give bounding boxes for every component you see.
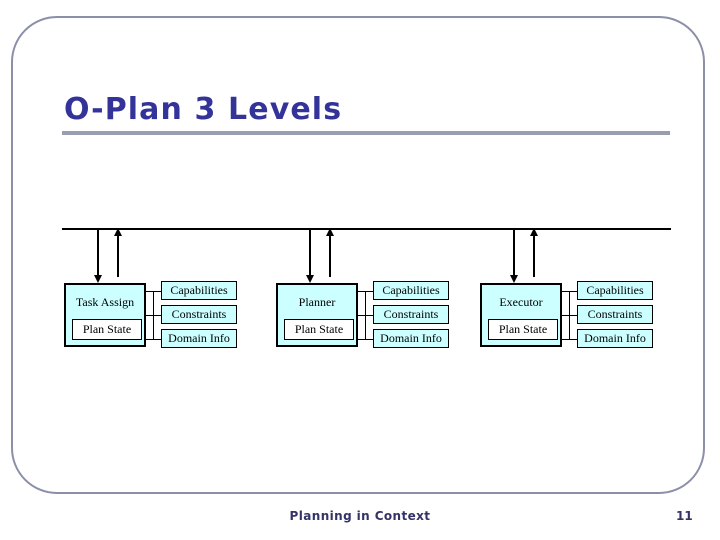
plan-state-box[interactable]: Plan State	[284, 319, 354, 340]
arrow-shaft-up-executor	[533, 229, 535, 277]
side-connector-capabilities	[358, 291, 373, 292]
side-connector-domain-info	[146, 339, 161, 340]
arrow-shaft-down-task-assign	[97, 229, 99, 277]
arrow-head-down-task-assign	[94, 275, 102, 283]
side-connector-constraints	[562, 315, 577, 316]
main-box-label: Executor	[499, 295, 543, 309]
arrow-head-up-planner	[326, 228, 334, 236]
title-underline-rule	[62, 131, 670, 135]
main-box-label: Planner	[298, 295, 336, 309]
side-connector-constraints	[358, 315, 373, 316]
side-connector-domain-info	[562, 339, 577, 340]
main-box-executor[interactable]: Executor Plan State	[480, 283, 562, 347]
side-box-domain-info[interactable]: Domain Info	[373, 329, 449, 348]
side-box-capabilities[interactable]: Capabilities	[373, 281, 449, 300]
side-box-constraints[interactable]: Constraints	[373, 305, 449, 324]
arrow-shaft-down-executor	[513, 229, 515, 277]
side-connector-capabilities	[562, 291, 577, 292]
main-box-task-assign[interactable]: Task Assign Plan State	[64, 283, 146, 347]
side-box-constraints[interactable]: Constraints	[577, 305, 653, 324]
side-box-domain-info[interactable]: Domain Info	[161, 329, 237, 348]
page-title: O-Plan 3 Levels	[64, 92, 343, 127]
arrow-head-down-planner	[306, 275, 314, 283]
arrow-shaft-down-planner	[309, 229, 311, 277]
side-box-capabilities[interactable]: Capabilities	[161, 281, 237, 300]
side-box-domain-info[interactable]: Domain Info	[577, 329, 653, 348]
shared-bus-line	[62, 228, 671, 230]
side-connector-constraints	[146, 315, 161, 316]
page-number: 11	[676, 509, 693, 523]
arrow-shaft-up-planner	[329, 229, 331, 277]
arrow-head-up-task-assign	[114, 228, 122, 236]
main-box-label: Task Assign	[75, 295, 135, 309]
side-box-constraints[interactable]: Constraints	[161, 305, 237, 324]
side-box-capabilities[interactable]: Capabilities	[577, 281, 653, 300]
arrow-head-down-executor	[510, 275, 518, 283]
side-connector-capabilities	[146, 291, 161, 292]
arrow-head-up-executor	[530, 228, 538, 236]
main-box-planner[interactable]: Planner Plan State	[276, 283, 358, 347]
arrow-shaft-up-task-assign	[117, 229, 119, 277]
plan-state-box[interactable]: Plan State	[72, 319, 142, 340]
plan-state-box[interactable]: Plan State	[488, 319, 558, 340]
side-connector-domain-info	[358, 339, 373, 340]
footer-title: Planning in Context	[289, 509, 431, 523]
